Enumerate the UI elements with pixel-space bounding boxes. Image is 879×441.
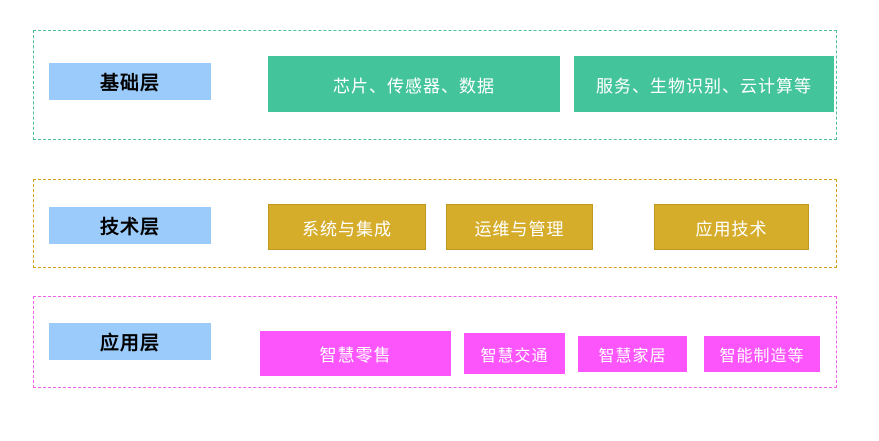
layer-label-application: 应用层 (49, 323, 211, 360)
layer-band-foundation: 基础层 芯片、传感器、数据 服务、生物识别、云计算等 (33, 30, 837, 140)
node-technology-system-integration[interactable]: 系统与集成 (268, 204, 426, 250)
node-technology-operations-management[interactable]: 运维与管理 (446, 204, 593, 250)
node-application-smart-manufacturing[interactable]: 智能制造等 (704, 336, 820, 372)
node-foundation-service[interactable]: 服务、生物识别、云计算等 (574, 56, 834, 112)
node-application-smart-home[interactable]: 智慧家居 (578, 336, 687, 372)
layer-band-technology: 技术层 系统与集成 运维与管理 应用技术 (33, 179, 837, 268)
node-foundation-chip[interactable]: 芯片、传感器、数据 (268, 56, 560, 112)
node-application-smart-traffic[interactable]: 智慧交通 (464, 333, 565, 374)
layer-inner-application: 应用层 智慧零售 智慧交通 智慧家居 智能制造等 (34, 297, 836, 387)
layer-label-foundation: 基础层 (49, 63, 211, 100)
layer-inner-technology: 技术层 系统与集成 运维与管理 应用技术 (34, 180, 836, 267)
layer-label-technology: 技术层 (49, 207, 211, 244)
node-application-smart-retail[interactable]: 智慧零售 (260, 331, 451, 376)
node-technology-application-technology[interactable]: 应用技术 (654, 204, 809, 250)
layer-band-application: 应用层 智慧零售 智慧交通 智慧家居 智能制造等 (33, 296, 837, 388)
layer-inner-foundation: 基础层 芯片、传感器、数据 服务、生物识别、云计算等 (34, 31, 836, 139)
